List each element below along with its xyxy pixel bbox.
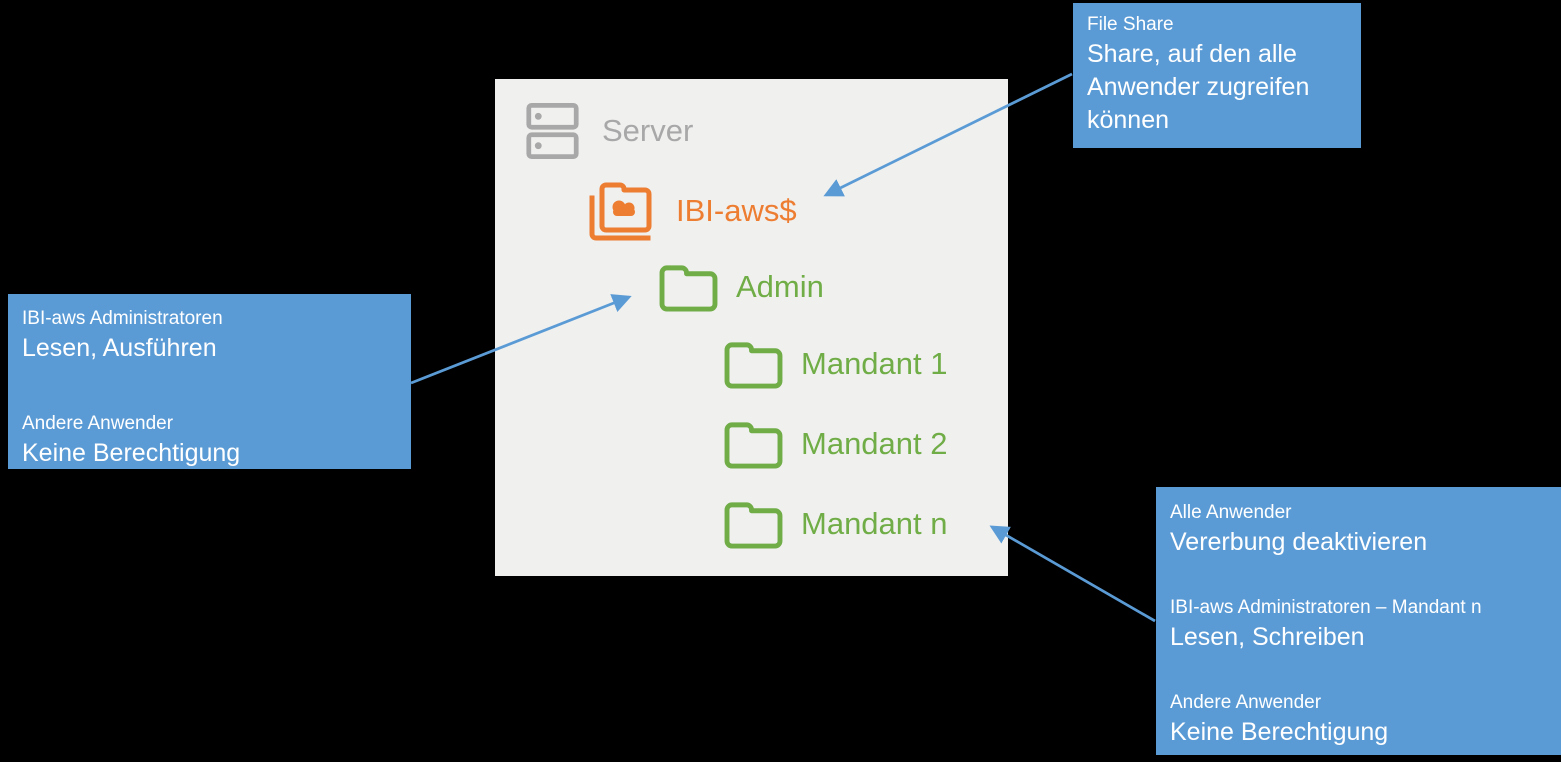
folder-label-mandant-n: Mandant n bbox=[801, 505, 948, 541]
note-file-share: File Share Share, auf den alle Anwender … bbox=[1073, 3, 1361, 148]
folder-icon bbox=[659, 265, 718, 312]
folder-icon bbox=[724, 502, 783, 549]
tree-row-ibi-aws-share: IBI-aws$ bbox=[588, 178, 797, 244]
note-group: IBI-aws Administratoren Lesen, Ausführen bbox=[22, 306, 397, 365]
note-group: File Share Share, auf den alle Anwender … bbox=[1087, 12, 1347, 137]
note-value: Keine Berechtigung bbox=[22, 439, 241, 467]
note-group: Andere Anwender Keine Berechtigung bbox=[1170, 690, 1547, 749]
folder-label-mandant-1: Mandant 1 bbox=[801, 345, 948, 381]
note-value: Vererbung deaktivieren bbox=[1170, 528, 1428, 556]
note-mandant-permissions: Alle Anwender Vererbung deaktivieren IBI… bbox=[1156, 487, 1561, 755]
server-icon bbox=[526, 103, 579, 159]
share-label: IBI-aws$ bbox=[676, 193, 797, 228]
note-group: Alle Anwender Vererbung deaktivieren bbox=[1170, 500, 1547, 559]
note-title: Andere Anwender bbox=[22, 413, 174, 434]
note-value: Lesen, Ausführen bbox=[22, 334, 217, 362]
tree-row-admin: Admin bbox=[657, 261, 824, 312]
tree-row-mandant-1: Mandant 1 bbox=[722, 338, 948, 389]
tree-row-mandant-2: Mandant 2 bbox=[722, 418, 948, 469]
cloud-shared-folder-icon bbox=[589, 182, 652, 241]
arrow-mandant-note-to-mandant-n bbox=[989, 525, 1156, 623]
note-group: Andere Anwender Keine Berechtigung bbox=[22, 411, 397, 470]
note-admin-permissions: IBI-aws Administratoren Lesen, Ausführen… bbox=[8, 294, 411, 469]
tree-row-server: Server bbox=[525, 101, 693, 161]
folder-icon bbox=[724, 342, 783, 389]
note-title: File Share bbox=[1087, 14, 1174, 35]
note-value: Keine Berechtigung bbox=[1170, 718, 1389, 746]
note-title: IBI-aws Administratoren – Mandant n bbox=[1170, 597, 1482, 618]
folder-label-admin: Admin bbox=[736, 268, 824, 304]
note-group: IBI-aws Administratoren – Mandant n Lese… bbox=[1170, 595, 1547, 654]
server-label: Server bbox=[602, 113, 694, 148]
note-title: IBI-aws Administratoren bbox=[22, 308, 223, 329]
note-title: Alle Anwender bbox=[1170, 502, 1292, 523]
note-value: Lesen, Schreiben bbox=[1170, 623, 1365, 651]
tree-row-mandant-n: Mandant n bbox=[722, 498, 948, 549]
note-title: Andere Anwender bbox=[1170, 692, 1322, 713]
note-value: Share, auf den alle Anwender zugreifen k… bbox=[1087, 40, 1310, 134]
folder-label-mandant-2: Mandant 2 bbox=[801, 425, 948, 461]
folder-icon bbox=[724, 422, 783, 469]
